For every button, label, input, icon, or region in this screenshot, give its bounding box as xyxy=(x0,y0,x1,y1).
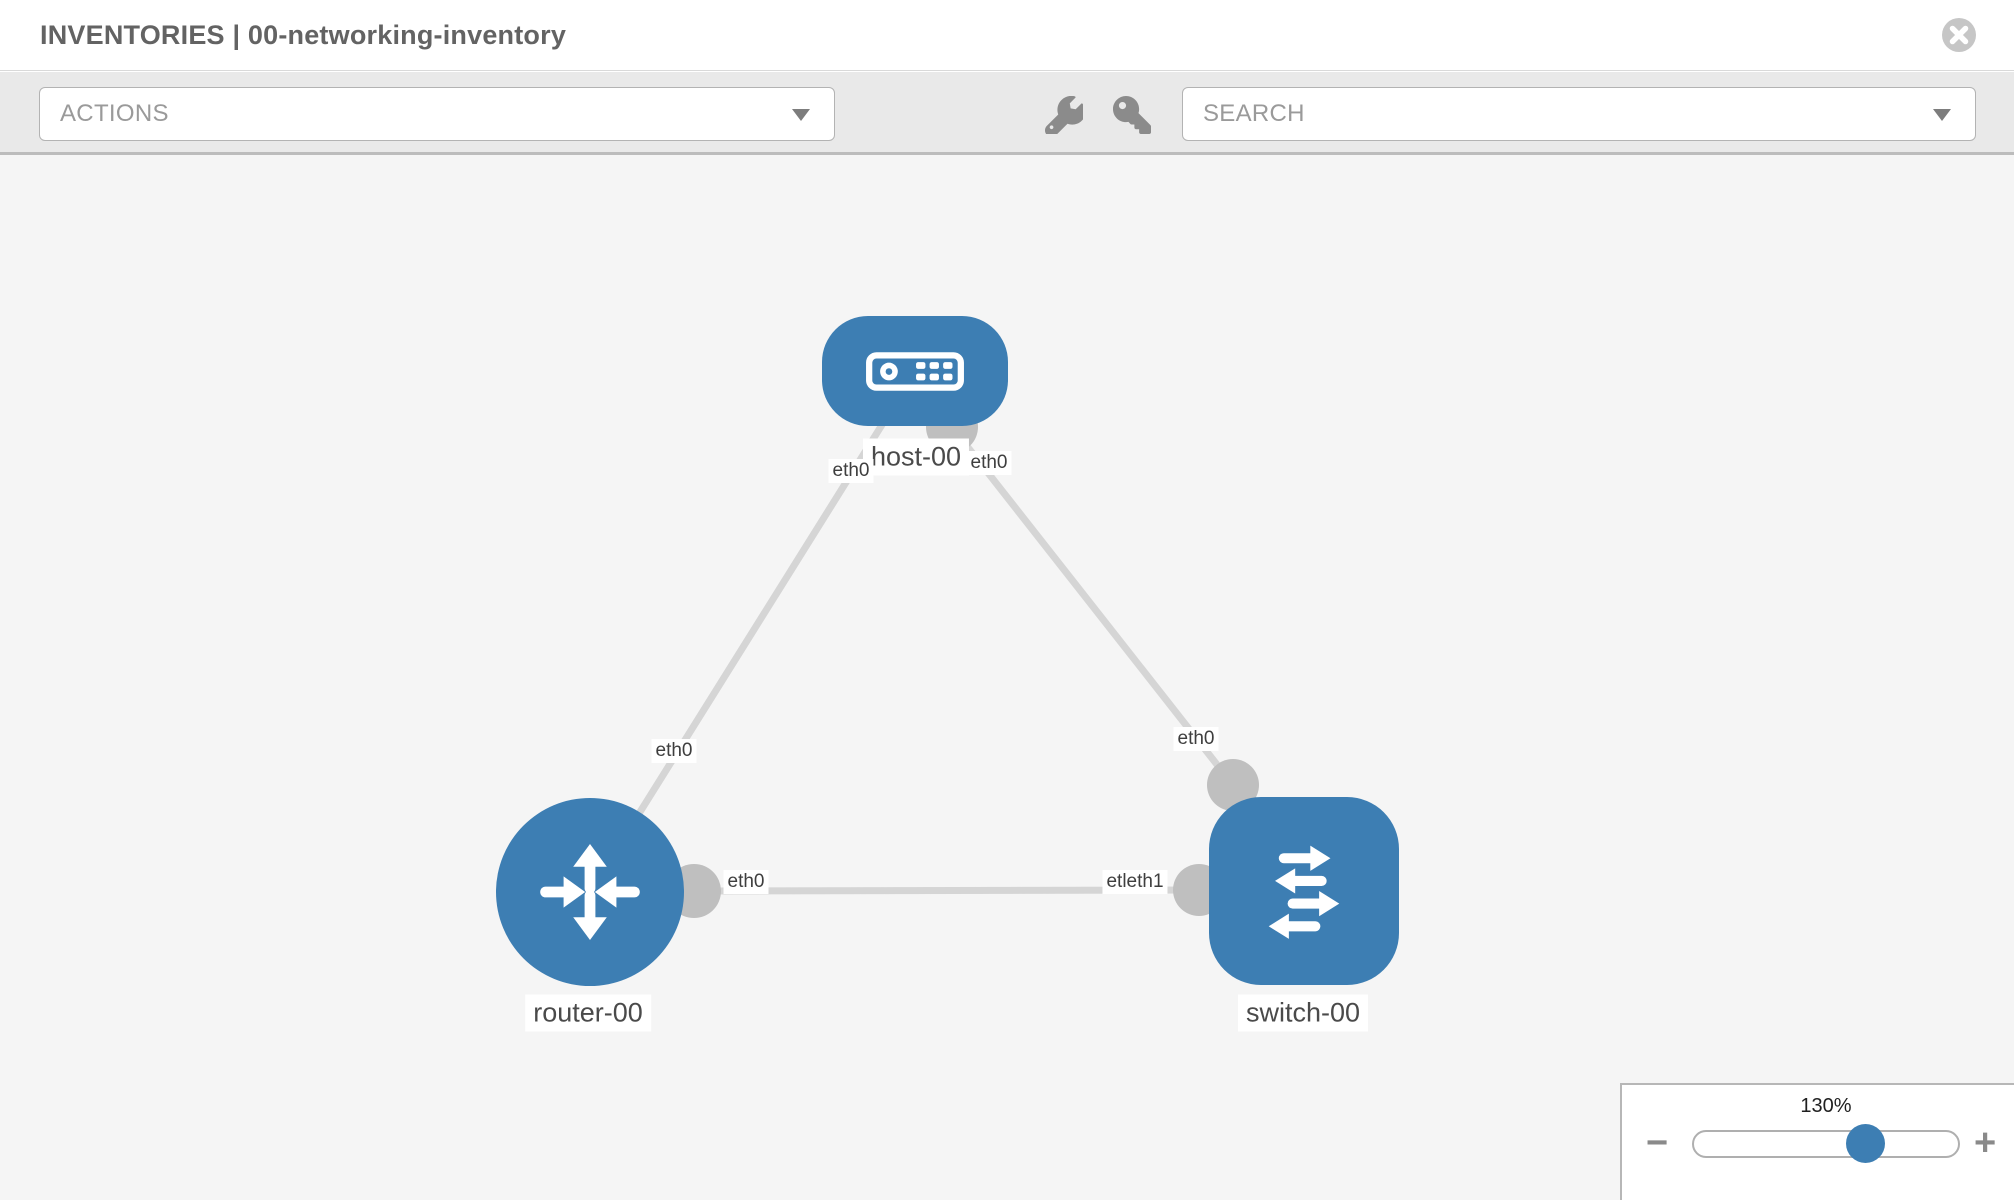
zoom-slider-thumb[interactable] xyxy=(1846,1124,1885,1163)
iface-label-router-to-switch: eth0 xyxy=(723,870,769,894)
router-icon xyxy=(540,844,640,940)
node-label-router: router-00 xyxy=(525,994,651,1032)
key-icon xyxy=(1113,96,1151,134)
iface-label-host-to-router: eth0 xyxy=(828,459,874,483)
key-button[interactable] xyxy=(1112,96,1152,136)
actions-dropdown[interactable]: ACTIONS xyxy=(39,87,835,141)
close-icon xyxy=(1942,18,1976,52)
caret-down-icon[interactable] xyxy=(1933,109,1951,121)
iface-label-host-to-switch: eth0 xyxy=(966,451,1012,475)
zoom-out-button[interactable]: − xyxy=(1646,1115,1668,1171)
node-label-host: host-00 xyxy=(862,438,970,476)
configure-button[interactable] xyxy=(1044,95,1086,137)
node-label-switch: switch-00 xyxy=(1237,994,1369,1032)
close-button[interactable] xyxy=(1941,17,1977,53)
zoom-in-button[interactable]: + xyxy=(1974,1115,1996,1171)
node-host-00[interactable] xyxy=(822,316,1008,426)
wrench-icon xyxy=(1045,95,1086,137)
caret-down-icon xyxy=(792,109,810,121)
switch-icon xyxy=(1268,845,1340,939)
search-input[interactable] xyxy=(1203,89,1903,139)
search-combo xyxy=(1182,87,1976,141)
host-icon xyxy=(866,352,964,391)
zoom-level-value: 130% xyxy=(1800,1095,1852,1117)
modal-header: INVENTORIES | 00-networking-inventory xyxy=(0,0,2014,71)
node-router-00[interactable] xyxy=(496,798,684,986)
toolbar: ACTIONS xyxy=(0,72,2014,155)
page-title: INVENTORIES | 00-networking-inventory xyxy=(40,20,567,50)
iface-label-switch-to-router: etleth1 xyxy=(1102,870,1168,894)
iface-label-switch-to-host: eth0 xyxy=(1173,727,1219,751)
link-host-router xyxy=(587,370,918,894)
zoom-control-panel: 130% − + xyxy=(1620,1083,2014,1200)
link-host-switch xyxy=(949,424,1236,788)
actions-dropdown-label: ACTIONS xyxy=(60,100,169,127)
topology-canvas[interactable]: host-00 router-00 switch-00 eth0 eth0 et… xyxy=(0,155,2014,1200)
iface-label-router-to-host: eth0 xyxy=(651,739,697,763)
node-switch-00[interactable] xyxy=(1209,797,1399,985)
topology-links-layer xyxy=(587,370,1259,918)
zoom-slider-track[interactable] xyxy=(1692,1130,1960,1158)
